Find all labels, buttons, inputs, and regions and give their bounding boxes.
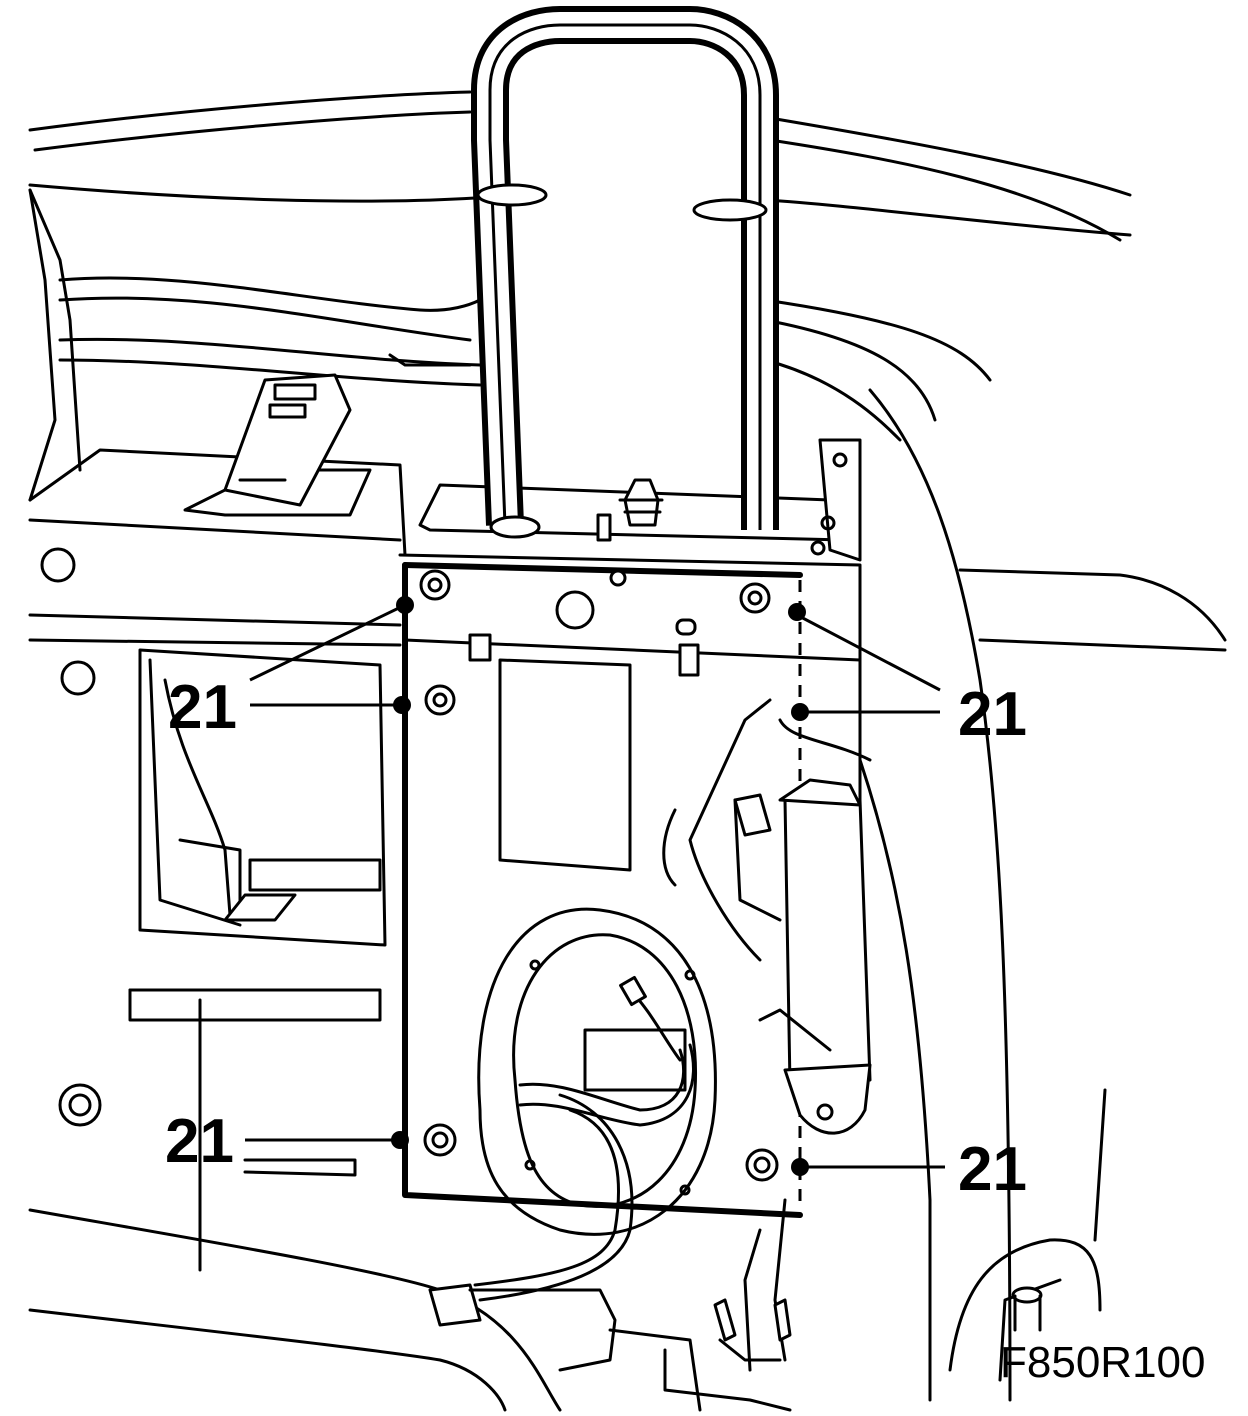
speaker-loop <box>473 907 717 1302</box>
left-opening <box>128 648 387 1272</box>
lower-sill <box>28 1198 792 1412</box>
mounting-plate <box>398 553 862 1218</box>
callout-label: 21 <box>958 1135 1027 1204</box>
figure-code: F850R100 <box>1000 1338 1205 1387</box>
callout-group: 21 21 21 21 <box>165 596 1027 1204</box>
callout-dot <box>396 596 414 614</box>
callout-label: 21 <box>165 1107 234 1176</box>
callout-dot <box>791 703 809 721</box>
upper-body-lines <box>28 90 1132 442</box>
u-handle <box>471 6 779 539</box>
callout-label: 21 <box>168 673 237 742</box>
leader-line <box>249 603 406 682</box>
right-trim <box>662 388 1227 1402</box>
callout-dot <box>393 696 411 714</box>
callout-dot <box>391 1131 409 1149</box>
left-pillar <box>28 188 82 502</box>
cross-member <box>28 373 407 1127</box>
leader-line <box>796 613 941 692</box>
callout-dot <box>788 603 806 621</box>
callout-label: 21 <box>958 680 1027 749</box>
right-seat <box>948 1088 1107 1382</box>
callout-dot <box>791 1158 809 1176</box>
